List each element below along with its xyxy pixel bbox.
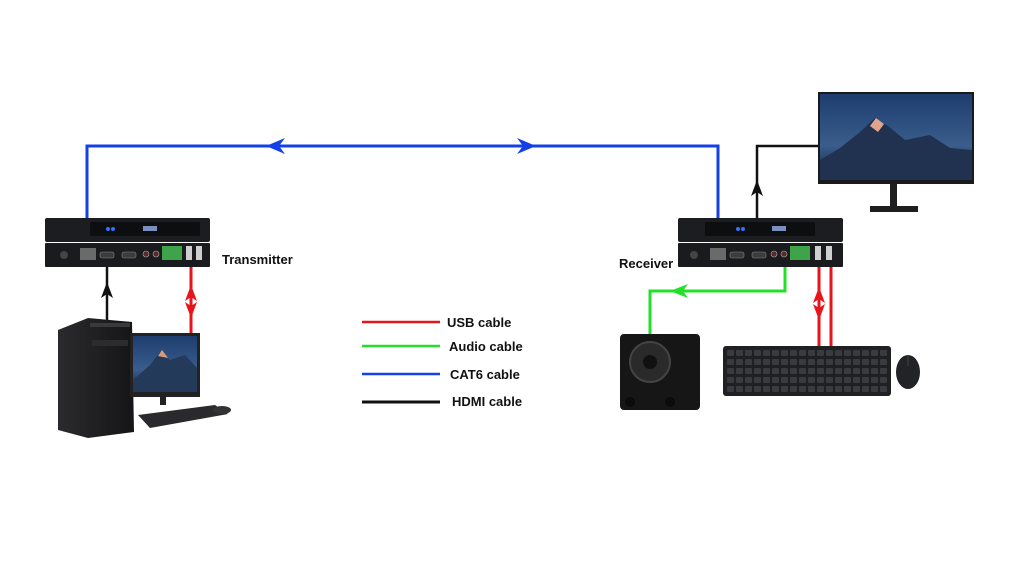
transmitter-label: Transmitter <box>222 252 293 267</box>
transmitter-device <box>45 218 210 267</box>
arrow-down-icon <box>813 304 825 320</box>
mouse <box>896 355 920 389</box>
legend-usb-label: USB cable <box>447 315 512 330</box>
monitor <box>818 92 974 212</box>
usb-cable-pc <box>185 267 197 336</box>
audio-cable <box>648 267 787 335</box>
arrow-left-icon <box>670 284 688 298</box>
arrow-down-icon <box>185 302 197 318</box>
arrow-up-icon <box>751 180 763 196</box>
hdmi-cable-pc <box>101 267 113 320</box>
hdmi-cable-monitor <box>751 144 818 218</box>
arrow-right-icon <box>517 138 536 154</box>
keyboard <box>723 346 891 396</box>
arrow-up-icon <box>101 282 113 298</box>
legend <box>362 320 440 404</box>
arrow-up-icon <box>185 285 197 301</box>
desktop-computer <box>58 318 231 438</box>
legend-hdmi-label: HDMI cable <box>452 394 523 409</box>
usb-cable-keyboard <box>813 267 833 346</box>
legend-audio-label: Audio cable <box>449 339 523 354</box>
cat6-cable <box>85 138 720 218</box>
receiver-label: Receiver <box>619 256 674 271</box>
subwoofer-speaker <box>620 334 700 410</box>
arrow-left-icon <box>266 138 285 154</box>
arrow-up-icon <box>813 287 825 303</box>
legend-cat6-label: CAT6 cable <box>450 367 520 382</box>
receiver-device <box>678 218 843 267</box>
